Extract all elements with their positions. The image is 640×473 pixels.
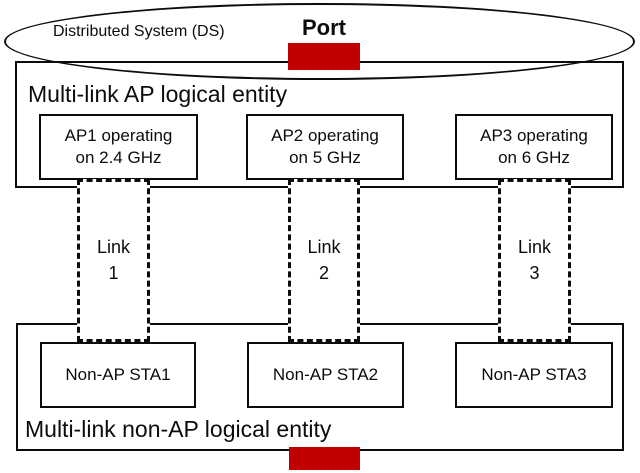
ap1-label-line1: AP1 operating bbox=[64, 125, 173, 145]
ap-entity-title: Multi-link AP logical entity bbox=[28, 81, 288, 107]
port-connector-rect bbox=[288, 43, 360, 70]
non-ap-entity-box: Multi-link non-AP logical entity Non-AP … bbox=[16, 323, 624, 451]
link3-word: Link bbox=[517, 237, 552, 258]
non-ap-sta3-box: Non-AP STA3 bbox=[455, 342, 613, 408]
link1-number: 1 bbox=[108, 262, 119, 283]
ap2-box: AP2 operating on 5 GHz bbox=[246, 114, 404, 180]
distributed-system-label: Distributed System (DS) bbox=[53, 23, 225, 40]
non-ap-sta3-label: Non-AP STA3 bbox=[481, 364, 587, 384]
link1-word: Link bbox=[96, 237, 131, 258]
ap2-label-line1: AP2 operating bbox=[271, 125, 379, 145]
ap-entity-box: Multi-link AP logical entity AP1 operati… bbox=[15, 61, 624, 188]
link2-dashed-box: Link 2 bbox=[288, 179, 360, 342]
non-ap-sta1-box: Non-AP STA1 bbox=[40, 342, 196, 408]
ap2-label-line2: on 5 GHz bbox=[289, 148, 361, 167]
port-label: Port bbox=[302, 15, 346, 40]
link2-number: 2 bbox=[318, 262, 329, 283]
distributed-system-ellipse bbox=[4, 3, 635, 80]
ap1-box: AP1 operating on 2.4 GHz bbox=[39, 114, 198, 180]
link3-dashed-box: Link 3 bbox=[498, 179, 571, 342]
ap1-label-line2: on 2.4 GHz bbox=[75, 148, 162, 167]
non-ap-sta2-label: Non-AP STA2 bbox=[272, 364, 379, 384]
ap3-label-line2: on 6 GHz bbox=[498, 148, 570, 167]
ap3-box: AP3 operating on 6 GHz bbox=[455, 114, 613, 180]
link2-word: Link bbox=[307, 237, 341, 258]
ap3-label-line1: AP3 operating bbox=[480, 125, 588, 145]
link1-dashed-box: Link 1 bbox=[77, 179, 150, 342]
bottom-connector-rect bbox=[289, 447, 360, 470]
non-ap-sta2-box: Non-AP STA2 bbox=[247, 342, 404, 408]
non-ap-sta1-label: Non-AP STA1 bbox=[65, 364, 171, 384]
non-ap-entity-title: Multi-link non-AP logical entity bbox=[25, 416, 332, 442]
link3-number: 3 bbox=[529, 262, 540, 283]
